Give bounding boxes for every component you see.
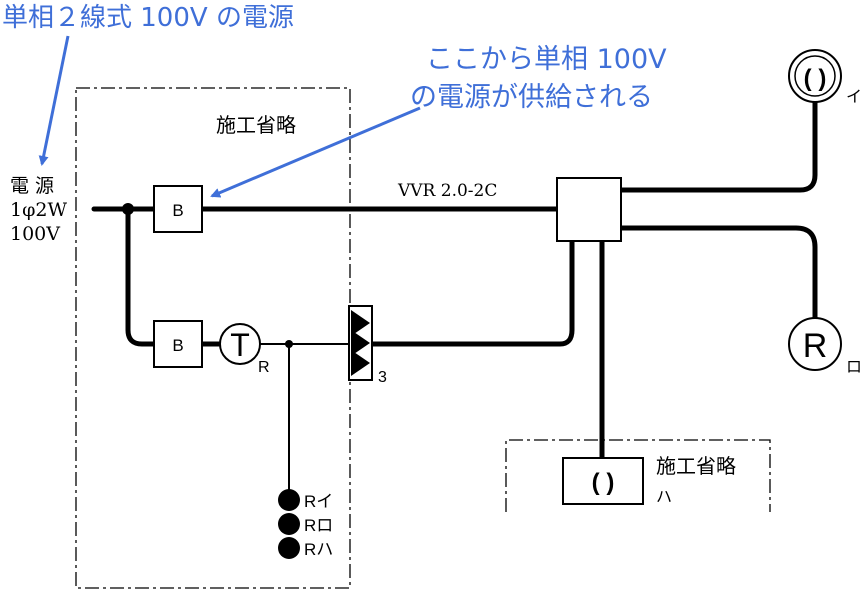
source-note-arrow	[38, 35, 70, 166]
remote-switch-i: Rイ	[278, 489, 333, 511]
cable-label: VVR 2.0-2C	[397, 181, 497, 201]
svg-text:Rロ: Rロ	[304, 516, 333, 535]
svg-text:T: T	[230, 327, 250, 363]
wire-branch-down	[125, 206, 157, 347]
lamp-ro: R ロ	[788, 317, 862, 376]
lamp-i: ( ) イ	[788, 49, 862, 106]
omitted-area-bottom	[505, 439, 771, 512]
junction-box	[556, 177, 622, 242]
svg-text:( ): ( )	[804, 65, 827, 92]
supply-note-line1: ここから単相 100V	[426, 44, 667, 75]
junction-dot-source	[122, 203, 134, 215]
source-label-3: 100V	[10, 223, 60, 245]
svg-text:Rハ: Rハ	[304, 540, 333, 559]
omitted-area-left	[75, 87, 351, 589]
source-label-1: 電 源	[10, 175, 54, 197]
relay-count: 3	[378, 369, 387, 386]
remote-switch-ha: Rハ	[278, 537, 333, 559]
svg-text:( ): ( )	[592, 469, 615, 496]
svg-text:R: R	[803, 327, 828, 365]
source-note: 単相２線式 100V の電源	[2, 3, 294, 33]
wire-box-to-lamp-i	[618, 99, 818, 193]
svg-text:B: B	[172, 201, 183, 220]
breaker-branch: B	[153, 320, 203, 368]
omitted-label-left: 施工省略	[216, 114, 296, 137]
breaker-main: B	[153, 185, 203, 233]
svg-text:R: R	[258, 359, 270, 376]
lamp-ro-label: ロ	[846, 359, 862, 376]
wire-box-to-lamp-ro	[618, 225, 818, 321]
source-label-2: 1φ2W	[10, 199, 67, 221]
lamp-ha: ( ) ハ	[562, 457, 672, 506]
wire-relay-to-box	[369, 238, 575, 347]
svg-text:Rイ: Rイ	[304, 492, 333, 511]
relay-selector: 3	[348, 305, 387, 386]
supply-note-line2: の電源が供給される	[410, 82, 653, 113]
remote-switch-ro: Rロ	[278, 513, 333, 535]
lamp-i-label: イ	[846, 89, 862, 106]
junction-dot-timer	[285, 340, 293, 348]
timer-switch: T R	[219, 323, 270, 376]
omitted-label-bottom: 施工省略	[656, 455, 736, 478]
svg-text:B: B	[172, 336, 183, 355]
lamp-ha-label: ハ	[656, 489, 672, 506]
supply-note-arrow	[210, 106, 421, 198]
